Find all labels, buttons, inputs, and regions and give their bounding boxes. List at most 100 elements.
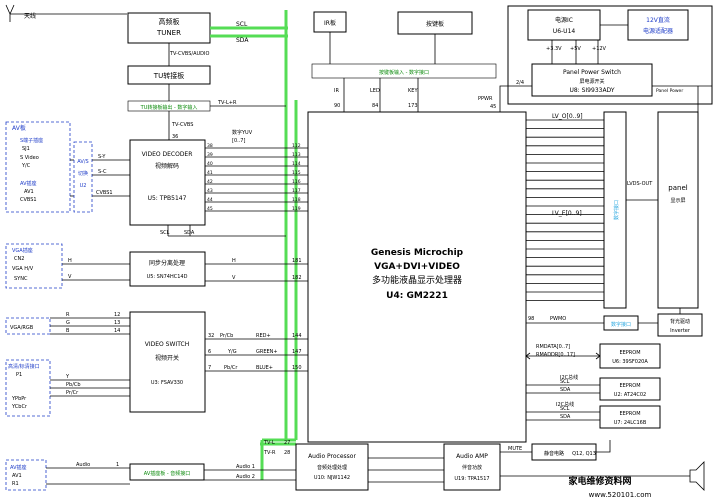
decoder-sub: 视频解码 bbox=[155, 162, 179, 170]
eeprom-2: EEPROM U2: AT24C02 bbox=[599, 377, 661, 401]
decoder-in-sy: S-Y bbox=[98, 154, 106, 160]
sync-proc-model: U5: SN74HC14D bbox=[147, 274, 188, 280]
decoder-pin-num: 44 bbox=[207, 197, 213, 203]
decoder-pin-num: 39 bbox=[207, 152, 213, 158]
tu-board-block: TU转接板 bbox=[127, 65, 211, 85]
audio-proc-sub: 音频处理处理 bbox=[317, 464, 347, 471]
led-signal: LED bbox=[370, 88, 380, 94]
keypad-board: 按键板 bbox=[397, 11, 473, 35]
pwm-label: PWMO bbox=[550, 316, 566, 322]
audio-proc-in1: Audio 1 bbox=[236, 464, 255, 470]
yuv-bits-label: [0..7] bbox=[232, 138, 245, 144]
inverter-block: 背光驱动 Inverter bbox=[657, 313, 703, 337]
eeprom2-model: U2: AT24C02 bbox=[614, 392, 646, 398]
s-socket-ref: SJ1 bbox=[22, 146, 30, 152]
tuner-sda-label: SDA bbox=[236, 37, 249, 44]
s-video-label: S Video bbox=[20, 155, 39, 161]
vsw-green: GREEN+ bbox=[256, 349, 278, 355]
i2c2-sda: SDA bbox=[560, 414, 571, 420]
tv-cvbs-label: TV-CVBS bbox=[171, 122, 193, 128]
keypad-title: 按键板 bbox=[426, 20, 444, 28]
decoder-in-cvbs: CVBS1 bbox=[96, 190, 113, 196]
av-switch-ref: U2 bbox=[80, 183, 87, 189]
decoder-sda: SDA bbox=[184, 230, 195, 236]
ypbpr-ref: P1 bbox=[16, 372, 22, 378]
eeprom3-title: EEPROM bbox=[619, 411, 640, 417]
decoder-title: VIDEO DECODER bbox=[142, 151, 193, 158]
ypbpr-sig: YPbPr bbox=[11, 396, 27, 402]
scaler-decoder-pin: 115 bbox=[292, 170, 301, 176]
s-socket-title: S端子插座 bbox=[20, 137, 43, 144]
vga-board-title: VGA插座 bbox=[12, 247, 33, 254]
vga-hv-label: VGA H/V bbox=[12, 266, 34, 272]
audio-amp-model: U19: TPA1517 bbox=[454, 476, 489, 482]
av-board-title: AV板 bbox=[12, 124, 26, 132]
vsw-b-pin: 14 bbox=[114, 328, 120, 334]
audio-av-title: AV插座 bbox=[10, 464, 27, 471]
decoder-pin-num: 43 bbox=[207, 188, 213, 194]
pwm-buffer-label: 数字接口 bbox=[611, 321, 631, 328]
panel-switch-sub: 屏电源开关 bbox=[579, 78, 604, 85]
audio-av-socket: AV插座 AV1 R1 bbox=[5, 459, 47, 491]
ypbpr-title: 高清/标清接口 bbox=[8, 363, 40, 370]
digital-yuv-label: 数字YUV bbox=[232, 129, 253, 136]
s-yc-label: Y/C bbox=[21, 163, 31, 169]
i2c1-sda: SDA bbox=[560, 387, 571, 393]
audio-board-bus-label: AV插座板 - 音频接口 bbox=[144, 470, 191, 477]
panel-switch-model: U8: SI9933ADY bbox=[569, 87, 614, 94]
audio-av-ref: AV1 bbox=[12, 473, 22, 479]
inverter-title: 背光驱动 bbox=[670, 318, 690, 325]
decoder-pin-num: 42 bbox=[207, 179, 213, 185]
switch-pin: 2/4 bbox=[516, 80, 524, 86]
mute-ctrl: 静音电路 bbox=[544, 450, 564, 457]
decoder-pin-num: 45 bbox=[207, 206, 213, 212]
watermark-text: 家电维修资料网 bbox=[568, 475, 631, 487]
panel-sub: 显示屏 bbox=[670, 198, 685, 204]
vsw-out-1: Pr/Cb bbox=[220, 333, 233, 339]
watermark: 家电维修资料网 www.520101.com bbox=[568, 475, 651, 499]
i2c2-scl: SCL bbox=[560, 406, 570, 412]
ir-board: IR板 bbox=[313, 11, 347, 33]
rmdata-label: RMDATA[0..7] bbox=[536, 344, 570, 350]
i2c-bus-2: I2C总线 bbox=[556, 401, 574, 408]
ypbpr-y: Y bbox=[65, 374, 70, 380]
key-pin: 173 bbox=[408, 103, 418, 109]
ypbpr-pr: Pr/Cr bbox=[66, 390, 79, 396]
led-pin: 84 bbox=[372, 103, 378, 109]
scaler-line3: 多功能液晶显示处理器 bbox=[372, 274, 462, 286]
sync-h-pin: 181 bbox=[292, 258, 302, 264]
audio-pin-28: 28 bbox=[284, 450, 290, 456]
panel-switch-title: Panel Power Switch bbox=[563, 69, 621, 76]
power-ic-title: 电源IC bbox=[555, 16, 573, 24]
vga-v-in: V bbox=[68, 274, 72, 280]
video-decoder-block: VIDEO DECODER 视频解码 U5: TPB5147 36 SCL SD… bbox=[129, 134, 206, 236]
lvds-board-label: 数字接口 bbox=[613, 200, 620, 220]
scaler-title: Genesis Microchip bbox=[371, 248, 464, 258]
eeprom1-title: EEPROM bbox=[619, 350, 640, 356]
av-socket-title: AV插座 bbox=[20, 180, 37, 187]
vga-board: VGA插座 CN2 VGA H/V SYNC bbox=[5, 243, 63, 289]
power-ic-model: U6-U14 bbox=[553, 28, 576, 35]
scaler-decoder-pin: 118 bbox=[292, 197, 301, 203]
scaler-line2: VGA+DVI+VIDEO bbox=[374, 262, 460, 272]
antenna-label: 天线 bbox=[24, 12, 36, 20]
tuner-scl-label: SCL bbox=[236, 21, 248, 28]
audio-proc-title: Audio Processor bbox=[308, 453, 356, 460]
lvds-even-label: LV_E[0..9] bbox=[552, 210, 582, 217]
mute-label: MUTE bbox=[508, 446, 522, 452]
tuner-model: TUNER bbox=[156, 29, 181, 37]
vsw-title: VIDEO SWITCH bbox=[145, 341, 189, 348]
vsw-pin-1: 32 bbox=[208, 333, 214, 339]
ppwr-pin: 45 bbox=[490, 104, 496, 110]
speaker-icon bbox=[689, 461, 705, 491]
scaler-decoder-pin: 117 bbox=[292, 188, 301, 194]
audio-amp-title: Audio AMP bbox=[456, 453, 488, 460]
keypad-bus: 按键板输入 - 数字接口 bbox=[311, 63, 497, 79]
vsw-blue: BLUE+ bbox=[256, 365, 273, 371]
tu-bus-label: TU转接板输出 - 数字输入 bbox=[140, 104, 198, 111]
scaler-decoder-pin: 113 bbox=[292, 152, 301, 158]
vsw-g-pin: 13 bbox=[114, 320, 120, 326]
ypbpr-sig2: YCbCr bbox=[11, 404, 28, 410]
decoder-pin-num: 40 bbox=[207, 161, 213, 167]
